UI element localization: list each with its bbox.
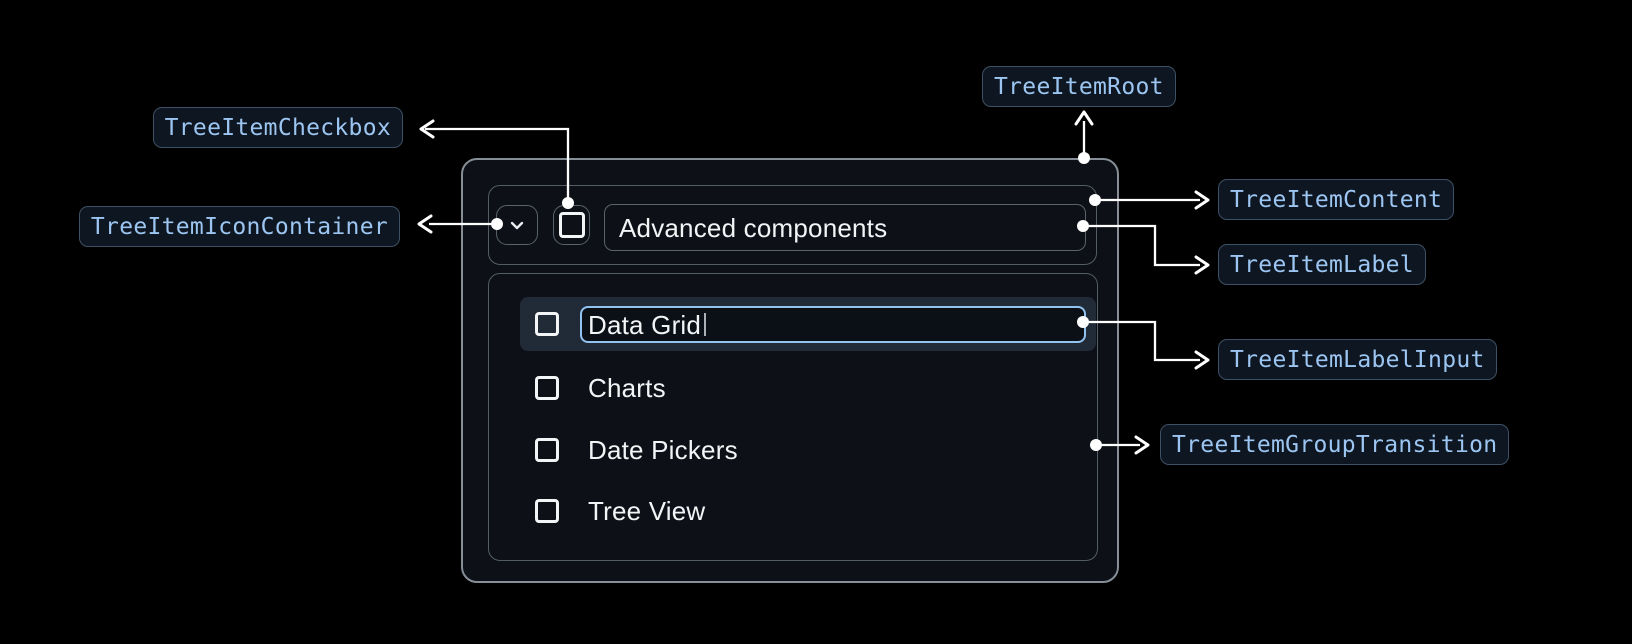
tree-item-tree-view[interactable]: Tree View bbox=[520, 484, 1096, 538]
tree-item-label: Tree View bbox=[588, 496, 706, 526]
checkbox-unchecked-icon[interactable] bbox=[535, 376, 559, 400]
connector-root bbox=[1074, 110, 1094, 164]
chevron-down-icon bbox=[510, 221, 524, 230]
tree-item-label: Charts bbox=[588, 373, 666, 403]
annotation-chip-tree-item-checkbox: TreeItemCheckbox bbox=[152, 107, 403, 148]
tree-item-root: Advanced components Data Grid Charts Dat… bbox=[461, 158, 1119, 583]
checkbox-unchecked-icon[interactable] bbox=[535, 438, 559, 462]
tree-item-charts[interactable]: Charts bbox=[520, 361, 1096, 415]
tree-item-group-transition: Data Grid Charts Date Pickers Tree View bbox=[488, 273, 1098, 561]
tree-item-date-pickers[interactable]: Date Pickers bbox=[520, 423, 1096, 477]
annotation-chip-tree-item-root: TreeItemRoot bbox=[982, 66, 1176, 107]
tree-item-icon-container[interactable] bbox=[496, 205, 538, 245]
checkbox-unchecked-icon bbox=[558, 212, 585, 238]
tree-item-checkbox[interactable] bbox=[553, 205, 590, 245]
annotation-chip-tree-item-content: TreeItemContent bbox=[1218, 179, 1455, 220]
annotation-chip-tree-item-icon-container: TreeItemIconContainer bbox=[78, 206, 400, 247]
annotation-chip-tree-item-label: TreeItemLabel bbox=[1218, 244, 1426, 285]
tree-item-label: Advanced components bbox=[604, 204, 1086, 251]
checkbox-unchecked-icon[interactable] bbox=[535, 312, 559, 336]
parent-label-text: Advanced components bbox=[619, 212, 888, 243]
annotation-chip-tree-item-group-transition: TreeItemGroupTransition bbox=[1160, 424, 1510, 465]
tree-item-label-input[interactable]: Data Grid bbox=[580, 306, 1086, 343]
tree-item-content[interactable]: Advanced components bbox=[488, 185, 1097, 265]
tree-item-label: Date Pickers bbox=[588, 435, 738, 465]
text-caret bbox=[704, 313, 707, 336]
annotation-chip-tree-item-label-input: TreeItemLabelInput bbox=[1218, 339, 1497, 380]
label-input-value: Data Grid bbox=[588, 309, 702, 340]
tree-item-data-grid[interactable]: Data Grid bbox=[520, 297, 1096, 351]
checkbox-unchecked-icon[interactable] bbox=[535, 499, 559, 523]
